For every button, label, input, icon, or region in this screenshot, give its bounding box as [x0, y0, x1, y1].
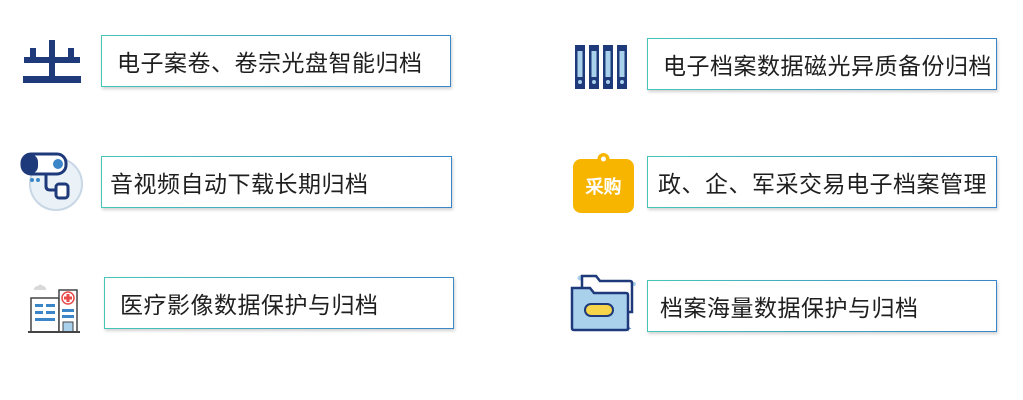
- security-camera-icon: [20, 152, 83, 211]
- procurement-tag-text: 采购: [585, 177, 622, 198]
- item-label: 医疗影像数据保护与归档: [104, 277, 454, 329]
- scales-icon: [23, 40, 81, 83]
- hospital-icon: [28, 284, 80, 333]
- procurement-tag-icon: 采购: [573, 153, 634, 213]
- item-label: 音视频自动下载长期归档: [101, 156, 452, 208]
- item-label: 政、企、军采交易电子档案管理: [647, 156, 997, 208]
- folder-icon: ✦: [570, 274, 636, 335]
- binders-icon: [575, 45, 627, 89]
- item-label: 电子档案数据磁光异质备份归档: [647, 38, 997, 90]
- item-label: 档案海量数据保护与归档: [647, 280, 997, 332]
- item-label: 电子案卷、卷宗光盘智能归档: [101, 35, 451, 87]
